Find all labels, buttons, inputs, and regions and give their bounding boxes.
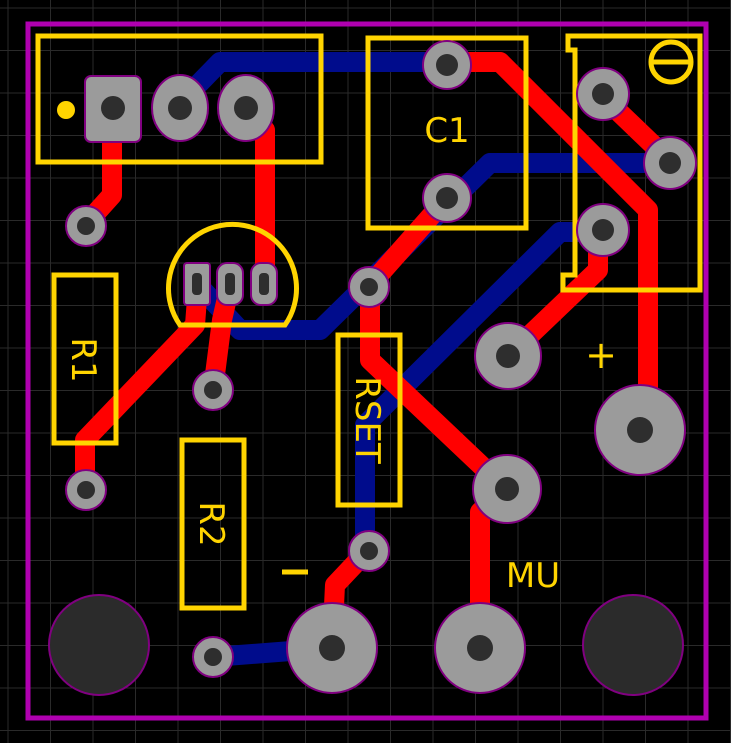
rset-pad-bottom-hole [360, 542, 378, 560]
dot-icon [57, 101, 75, 119]
board-outline [25, 21, 709, 721]
r2-pad-bottom-hole [204, 648, 222, 666]
transistor-outline [166, 221, 299, 328]
transistor-pad-2-hole [225, 273, 235, 295]
silkscreen-layer [35, 33, 703, 611]
transistor-pad-3-hole [259, 273, 269, 295]
pot-pad-2-hole [659, 152, 681, 174]
circle-line-icon [648, 39, 694, 85]
minus-pad-hole [319, 635, 345, 661]
c1-pad-pos-hole [436, 54, 458, 76]
transistor-pad-1-hole [192, 273, 202, 295]
header-pad-1-hole [101, 96, 125, 120]
header-pad-2-hole [168, 96, 192, 120]
header-pad-3-hole [234, 96, 258, 120]
mounting-hole-left [48, 594, 150, 696]
rset-outline [335, 332, 403, 508]
r2-pad-top-hole [204, 381, 222, 399]
plus-label: + [585, 333, 617, 377]
pot-outline [560, 33, 703, 293]
pot-pad-1-hole [592, 83, 614, 105]
pot-pad-3-hole [592, 219, 614, 241]
c1-pad-neg-hole [436, 187, 458, 209]
r1-outline [51, 272, 119, 446]
r2-label: R2 [191, 501, 231, 546]
pad-mid-right-hole [496, 344, 520, 368]
rset-pad-top-hole [360, 278, 378, 296]
mu-pad-hole [467, 635, 493, 661]
pads [48, 40, 697, 696]
mounting-hole-right [582, 594, 684, 696]
mu-top-pad-hole [495, 477, 519, 501]
mu-label: MU [506, 556, 560, 596]
c1-label: C1 [424, 111, 469, 151]
r1-pad-bottom-hole [77, 481, 95, 499]
r2-outline [179, 437, 247, 611]
rset-label: RSET [347, 376, 387, 464]
r1-label: R1 [63, 337, 103, 382]
r1-pad-top-hole [77, 217, 95, 235]
header-outline [35, 33, 324, 165]
c1-outline [365, 35, 529, 231]
top-trace-c1-to-pot [437, 52, 658, 440]
top-trace-c1-neg-to-rset [360, 188, 515, 658]
plus-pad-hole [627, 417, 653, 443]
